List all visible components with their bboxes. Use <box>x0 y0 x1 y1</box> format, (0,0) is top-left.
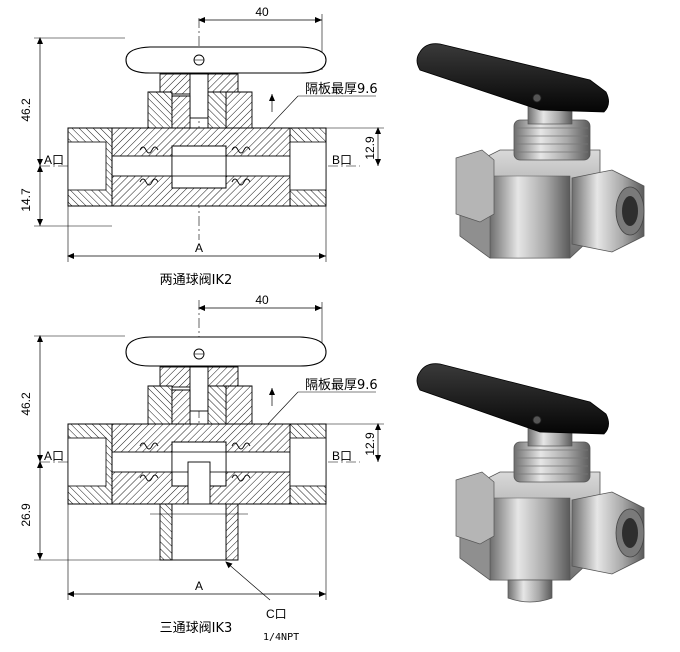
bottom-port-c-thread: 1/4NPT <box>263 632 299 643</box>
top-dim-length: A <box>195 241 203 255</box>
bottom-dim-length: A <box>195 579 203 593</box>
top-plate-label: 隔板最厚9.6 <box>305 82 378 97</box>
three-way-valve-photo <box>416 363 645 603</box>
bottom-dim-height-lower: 26.9 <box>19 503 33 527</box>
top-port-b: B口 <box>332 153 352 167</box>
top-dim-width: 40 <box>255 5 269 19</box>
bottom-port-c: C口 <box>266 607 287 621</box>
bottom-port-a: A口 <box>44 449 64 463</box>
top-dim-height-lower: 14.7 <box>19 188 33 212</box>
bottom-plate-label: 隔板最厚9.6 <box>305 378 378 393</box>
top-caption: 两通球阀IK2 <box>160 273 233 288</box>
two-way-valve-photo <box>416 43 645 259</box>
three-way-valve-drawing: 40 隔板最厚9.6 <box>19 293 384 643</box>
bottom-caption: 三通球阀IK3 <box>160 621 233 636</box>
bottom-dim-width: 40 <box>255 293 269 307</box>
bottom-dim-height-upper: 46.2 <box>19 392 33 416</box>
bottom-dim-right: 12.9 <box>363 432 377 456</box>
bottom-port-b: B口 <box>332 449 352 463</box>
top-dim-height-upper: 46.2 <box>19 98 33 122</box>
top-dim-right: 12.9 <box>363 136 377 160</box>
two-way-valve-drawing: 40 隔板最厚9.6 <box>19 5 384 288</box>
top-port-a: A口 <box>44 153 64 167</box>
